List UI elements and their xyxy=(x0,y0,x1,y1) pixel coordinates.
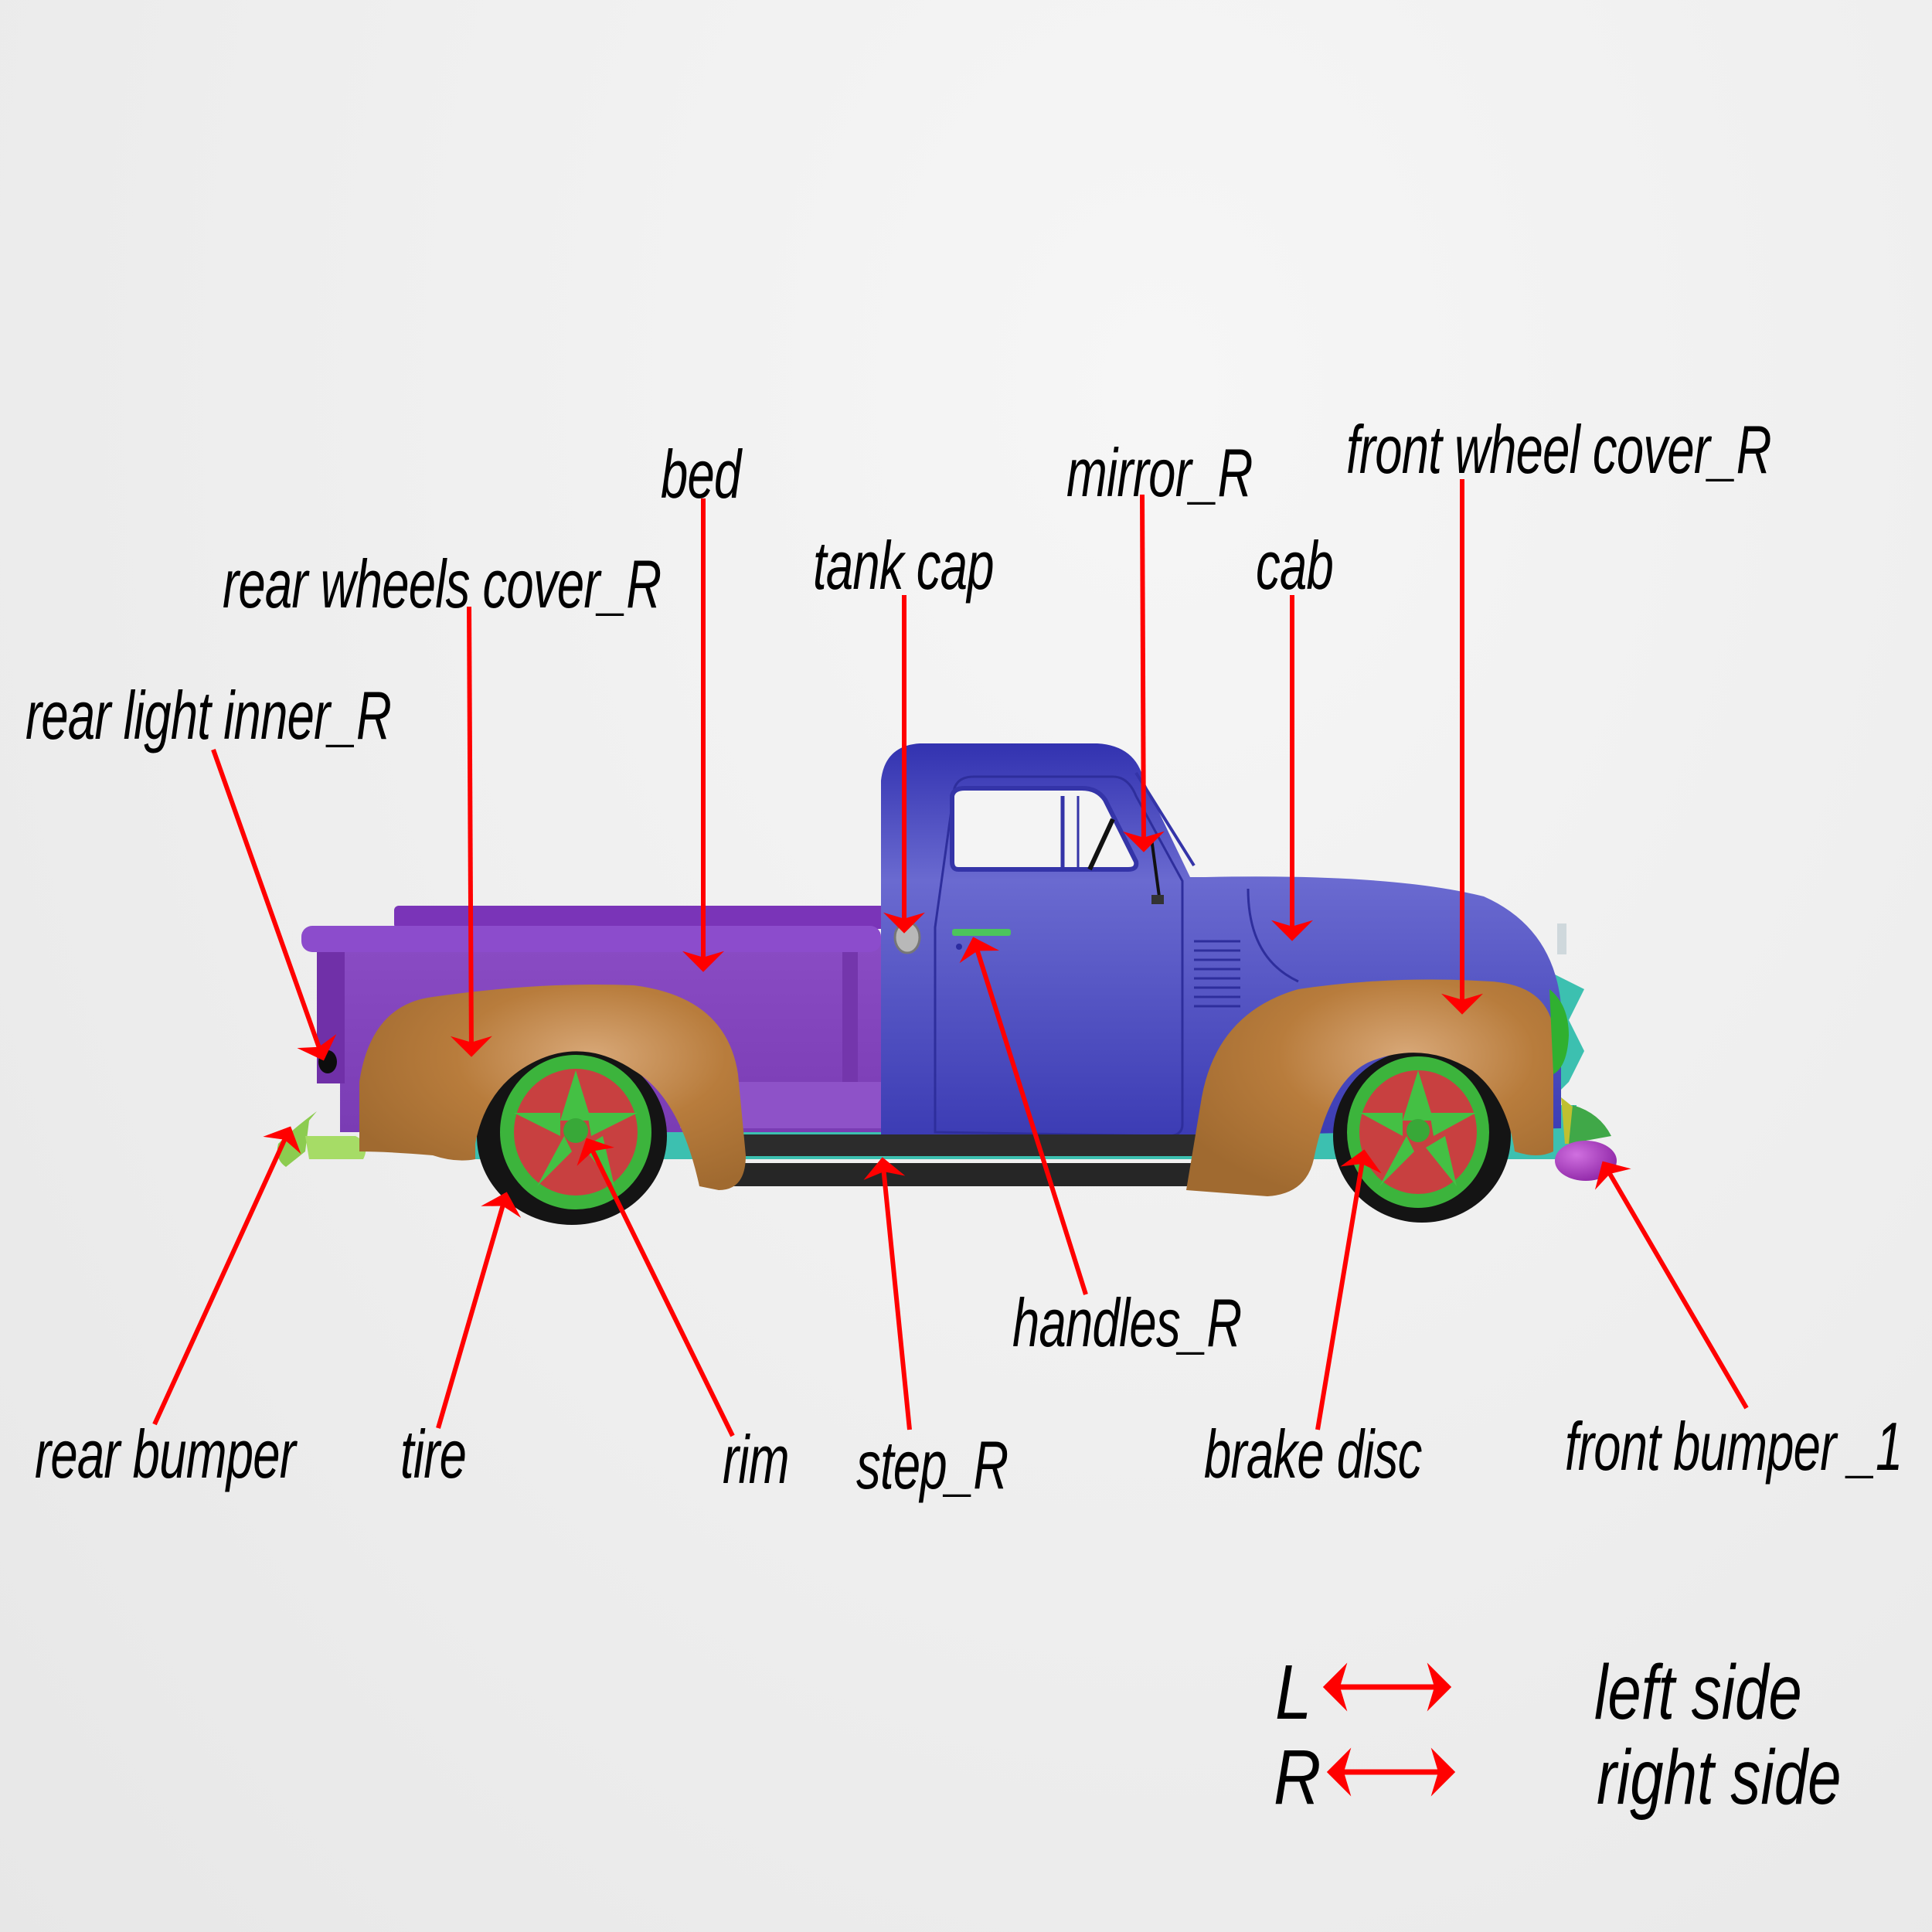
label-rear-bumper: rear bumper xyxy=(35,1416,296,1492)
label-mirror-r: mirror_R xyxy=(1066,434,1253,511)
label-front-wheel-cover-r: front wheel cover_R xyxy=(1346,411,1772,488)
legend-key-r: R xyxy=(1274,1734,1321,1821)
rear-wheel xyxy=(477,1047,667,1225)
arrow-step xyxy=(863,1157,912,1430)
label-bed: bed xyxy=(661,436,741,512)
arrow-rear-light-inner xyxy=(211,748,337,1061)
cab-vents xyxy=(1194,940,1240,1008)
arrow-rim xyxy=(577,1138,735,1437)
legend-text-right-side: right side xyxy=(1597,1734,1842,1821)
arrow-tire xyxy=(436,1192,522,1429)
arrow-handles xyxy=(959,937,1088,1295)
label-cab: cab xyxy=(1256,527,1334,604)
label-rear-light-inner-r: rear light inner_R xyxy=(26,677,392,753)
label-handles-r: handles_R xyxy=(1012,1284,1242,1361)
label-tire: tire xyxy=(400,1416,467,1492)
rear-fender-part xyxy=(359,985,746,1190)
label-tank-cap: tank cap xyxy=(813,527,994,604)
label-brake-disc: brake disc xyxy=(1204,1416,1422,1492)
label-rear-wheels-cover-r: rear wheels cover_R xyxy=(223,546,662,622)
arrow-mirror xyxy=(1122,494,1165,852)
bed-part xyxy=(301,906,896,1132)
arrow-brake-disc xyxy=(1315,1149,1382,1430)
arrow-rear-wheels-cover xyxy=(450,606,492,1057)
arrow-front-bumper xyxy=(1594,1161,1749,1410)
label-front-bumper-1: front bumper _1 xyxy=(1565,1408,1903,1485)
front-wheel xyxy=(1333,1049,1511,1223)
arrow-rear-bumper xyxy=(152,1126,301,1426)
legend-text-left-side: left side xyxy=(1594,1649,1802,1736)
front-fender-part xyxy=(1186,979,1569,1196)
step-part xyxy=(726,1134,1198,1186)
label-step-r: step_R xyxy=(856,1427,1009,1503)
legend-key-l: L xyxy=(1275,1649,1312,1736)
label-rim: rim xyxy=(723,1421,790,1498)
